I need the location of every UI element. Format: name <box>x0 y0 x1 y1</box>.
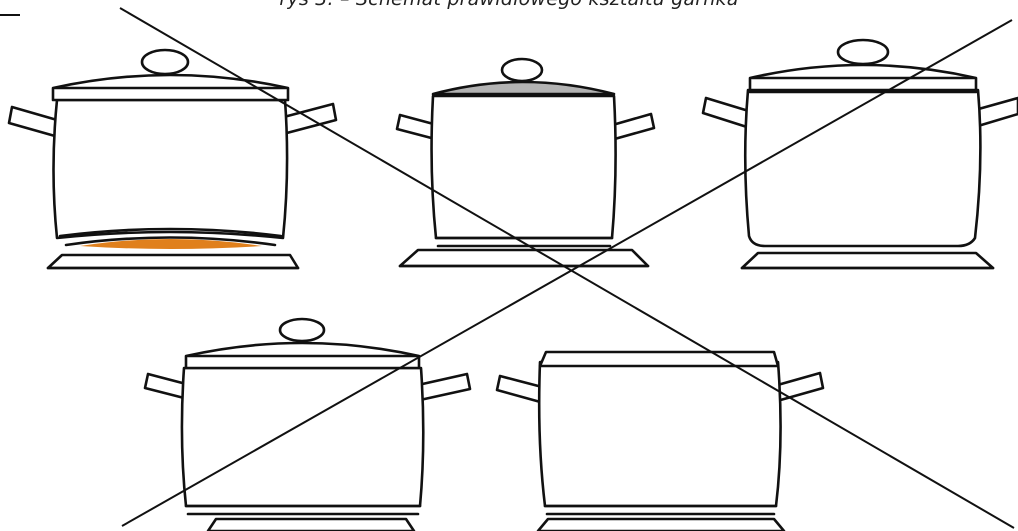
pot-bottom-left <box>145 319 470 531</box>
burner-base <box>48 255 298 268</box>
pot-handle-right <box>774 373 823 401</box>
pot-handle-right <box>975 98 1018 126</box>
pot-body <box>539 362 780 506</box>
burner-base <box>742 253 993 268</box>
burner-base <box>208 519 414 531</box>
pot-body <box>54 100 288 238</box>
pot-body <box>745 90 980 246</box>
lid-knob <box>142 50 188 74</box>
pot-handle-right <box>418 374 470 400</box>
pot-body <box>182 368 423 506</box>
pot-shaded-lid <box>397 59 654 266</box>
pot-wide-gap <box>9 50 336 268</box>
pot-straight-rounded <box>703 40 1018 268</box>
pot-body <box>432 96 616 238</box>
pot-lid-flat <box>540 352 778 366</box>
pot-lid-shaded <box>433 82 614 94</box>
burner-base <box>400 250 648 266</box>
lid-knob <box>280 319 324 341</box>
lid-knob <box>838 40 888 64</box>
burner-base <box>538 519 784 531</box>
pot-no-lid-knob <box>497 352 823 531</box>
lid-knob <box>502 59 542 81</box>
